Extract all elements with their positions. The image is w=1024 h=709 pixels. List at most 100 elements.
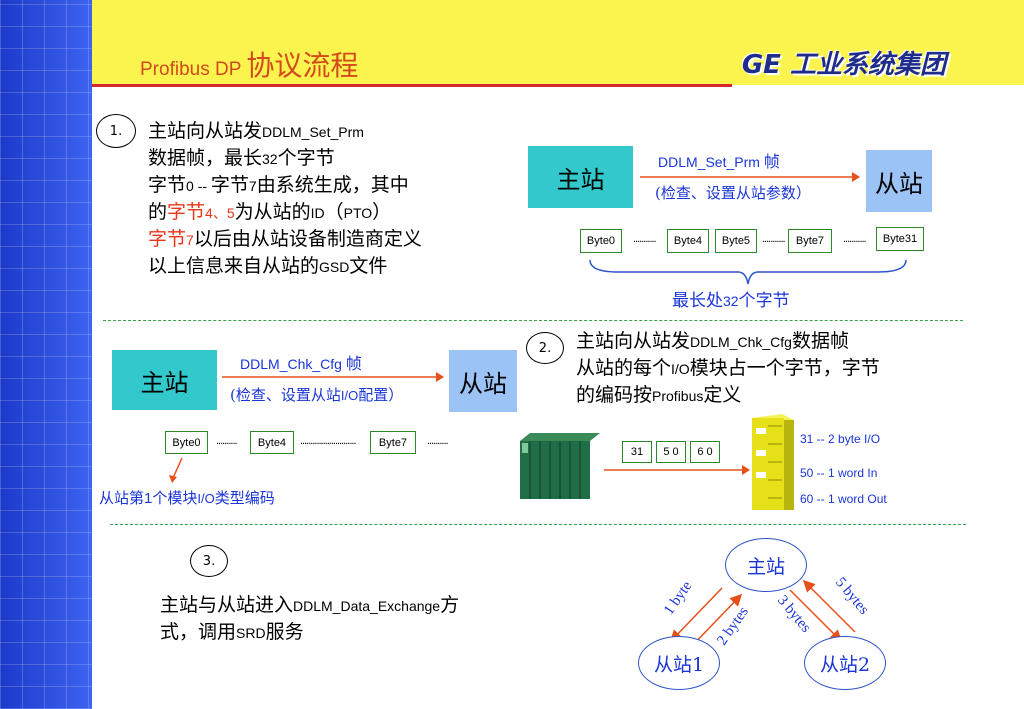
text: DDLM_Chk_Cfg	[240, 356, 346, 372]
text: 配置）	[358, 386, 404, 404]
frame-label: DDLM_Set_Prm 帧	[658, 148, 780, 172]
text: 的编码按	[576, 384, 653, 406]
header-underline	[92, 84, 732, 87]
text: 定义	[703, 384, 742, 406]
byte0-note: 从站第1个模块I/O类型编码	[99, 487, 275, 508]
io-module-image	[752, 414, 794, 510]
text: 服务	[265, 621, 304, 643]
text: 32	[723, 293, 739, 309]
text: ）	[372, 201, 392, 223]
text: 0 --	[186, 178, 211, 194]
text: 主站向从站发	[148, 120, 263, 142]
text: 的	[148, 201, 168, 223]
legend-item: 31 -- 2 byte I/O	[800, 432, 881, 446]
text: 个字节	[738, 291, 790, 311]
code-cell: 5 0	[656, 441, 686, 463]
ellipsis: ..........	[427, 435, 449, 447]
text: 从站第	[99, 489, 145, 507]
highlight-text: 4、5	[205, 205, 235, 221]
highlight-text: 7	[186, 232, 194, 248]
header-bar	[92, 0, 1024, 85]
text: 以后由从站设备制造商定义	[193, 228, 422, 250]
legend-item: 50 -- 1 word In	[800, 466, 878, 480]
text: I/O	[671, 361, 690, 377]
ellipsis: ...........	[843, 233, 867, 245]
text: Profibus	[652, 388, 704, 404]
byte-cell: Byte4	[250, 431, 294, 454]
arrow-master-to-slave	[222, 372, 444, 382]
frame-label: DDLM_Chk_Cfg 帧	[240, 350, 362, 374]
code-cell: 6 0	[690, 441, 720, 463]
master-station-box: 主站	[528, 146, 633, 208]
arrow-master-to-slave	[640, 172, 860, 182]
byte-cell: Byte7	[370, 431, 416, 454]
text: 1	[144, 490, 153, 507]
page-title-latin: Profibus DP	[140, 59, 247, 80]
highlight-text: 字节	[148, 228, 187, 250]
section-divider	[103, 320, 963, 321]
master-node: 主站	[725, 538, 807, 592]
text: 由系统生成，其中	[256, 174, 409, 196]
step3-text: 主站与从站进入DDLM_Data_Exchange方 式，调用SRD服务	[160, 592, 530, 646]
text: 个模块	[152, 489, 198, 507]
step2-number: 2.	[526, 332, 564, 364]
brace-label: 最长处32个字节	[672, 286, 790, 311]
step1-number: 1.	[96, 114, 136, 148]
brace	[589, 259, 907, 285]
text: 方	[440, 594, 460, 616]
text: 字节	[148, 174, 187, 196]
text: I/O	[340, 388, 359, 403]
byte-cell: Byte5	[715, 229, 757, 253]
text: DDLM_Set_Prm	[262, 124, 364, 140]
text: 最长处	[672, 291, 723, 311]
text: 32	[262, 151, 278, 167]
text: 主站与从站进入	[160, 594, 294, 616]
data-exchange-arrows	[669, 579, 856, 649]
ellipsis: ...........	[762, 233, 786, 245]
text: 以上信息来自从站的	[148, 255, 320, 277]
page-title-cn: 协议流程	[246, 50, 359, 81]
code-cell: 31	[622, 441, 652, 463]
step3-number: 3.	[190, 545, 228, 577]
text: 数据帧，最长	[148, 147, 263, 169]
slave-station-box: 从站	[449, 350, 517, 412]
slave-station-box: 从站	[866, 150, 932, 212]
arrow-to-note	[169, 457, 183, 483]
text: GSD	[319, 259, 350, 275]
text: 字节	[210, 174, 249, 196]
text: 个字节	[277, 147, 335, 169]
ellipsis: ...........	[633, 233, 657, 245]
left-decorative-band	[0, 0, 92, 709]
frame-sublabel: (检查、设置从站参数）	[655, 184, 811, 202]
arrow-rack-to-module	[604, 465, 750, 475]
text: I/O	[197, 491, 215, 506]
text: 数据帧	[791, 330, 849, 352]
page-title: Profibus DP 协议流程	[140, 44, 358, 84]
slave2-node: 从站2	[804, 636, 886, 690]
company-brand: GE 工业系统集团	[741, 50, 946, 80]
text: 类型编码	[214, 489, 275, 507]
text: DDLM_Chk_Cfg	[690, 334, 792, 350]
text: 7	[248, 178, 257, 194]
text: 帧	[763, 152, 780, 171]
ellipsis: ...........................	[300, 435, 357, 447]
text: 从站的每个	[576, 357, 672, 379]
byte-cell: Byte31	[876, 227, 924, 251]
legend-item: 60 -- 1 word Out	[800, 492, 887, 506]
highlight-text: 字节	[167, 201, 206, 223]
step1-text: 主站向从站发DDLM_Set_Prm 数据帧，最长32个字节 字节0 -- 字节…	[148, 118, 508, 280]
step2-text: 主站向从站发DDLM_Chk_Cfg数据帧 从站的每个I/O模块占一个字节，字节…	[576, 328, 966, 409]
text: SRD	[236, 625, 266, 641]
frame-sublabel: (检查、设置从站I/O配置）	[230, 384, 403, 405]
text: 帧	[345, 354, 362, 373]
text: DDLM_Set_Prm	[658, 154, 764, 170]
master-station-box: 主站	[112, 350, 217, 410]
text: 式，调用	[160, 621, 237, 643]
byte-cell: Byte0	[580, 229, 622, 253]
slave1-node: 从站1	[638, 636, 720, 690]
ellipsis: ..........	[216, 435, 238, 447]
plc-rack-image	[520, 433, 600, 499]
text: 为从站的	[234, 201, 311, 223]
text: 主站向从站发	[576, 330, 691, 352]
text: (检查、设置从站	[230, 386, 341, 404]
